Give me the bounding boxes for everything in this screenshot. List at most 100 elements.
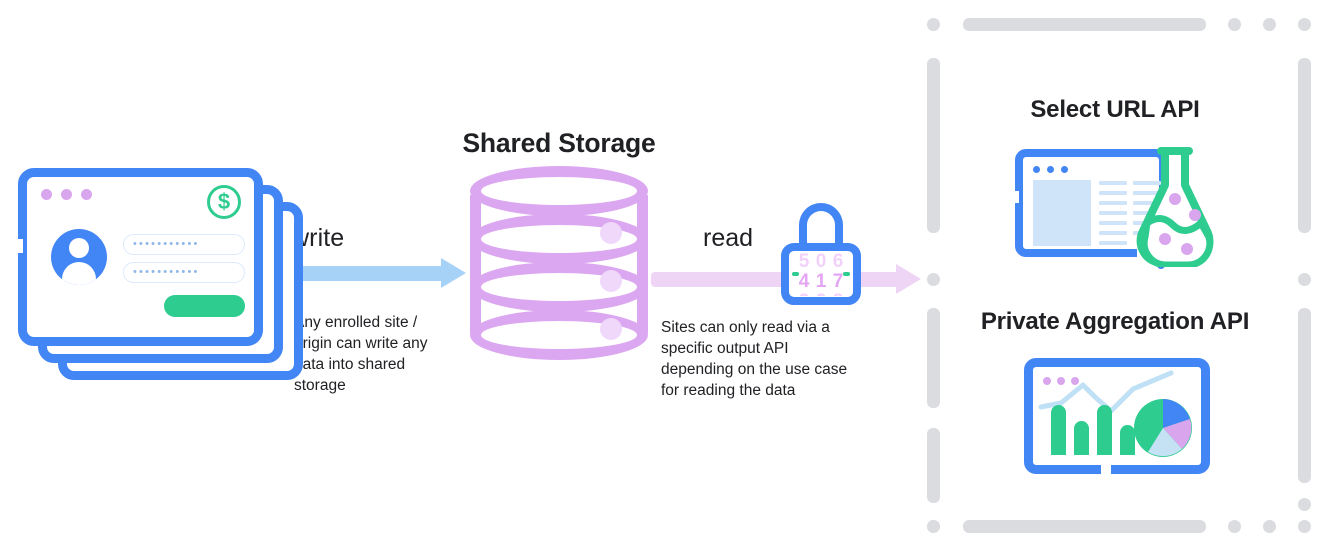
bar-3 (1097, 405, 1112, 455)
username-field[interactable]: ••••••••••• (123, 234, 245, 255)
panel-border-dash (927, 58, 940, 233)
write-caption: Any enrolled site / origin can write any… (294, 314, 428, 394)
avatar-body (62, 262, 96, 285)
panel-border-dash (927, 520, 940, 533)
cylinder-dot-2 (600, 270, 622, 292)
lock-tick-right (843, 272, 850, 276)
sua-text-line (1133, 191, 1161, 195)
read-arrow-head (896, 264, 921, 294)
bar-1 (1051, 405, 1066, 455)
lock-dial-3-value: 7 (832, 271, 844, 292)
cylinder-side-right (637, 195, 648, 333)
paa-dot-1 (1043, 377, 1051, 385)
lock-dial-3-above: 6 (832, 252, 844, 272)
sua-text-line (1133, 181, 1161, 185)
panel-border-dash (1298, 273, 1311, 286)
cylinder-bottom-rim (470, 310, 648, 360)
panel-border-dash (1298, 520, 1311, 533)
panel-border-dash (963, 520, 1206, 533)
panel-border-dash (927, 308, 940, 408)
panel-border-dash (1263, 18, 1276, 31)
panel-border-dash (1298, 498, 1311, 511)
lock-dial-1-value: 4 (798, 271, 810, 292)
private-aggregation-api-title: Private Aggregation API (980, 308, 1250, 335)
sua-text-line (1099, 191, 1127, 195)
window-traffic-lights (41, 189, 92, 200)
lock-dial-2-value: 1 (815, 271, 827, 292)
flask-icon (1136, 147, 1214, 267)
panel-border-dash (1298, 308, 1311, 483)
write-label: write (291, 224, 345, 252)
line-chart (1038, 370, 1174, 414)
sua-dot-1 (1033, 166, 1040, 173)
user-avatar-icon (51, 229, 107, 285)
sua-text-line (1099, 201, 1127, 205)
browser-with-charts-icon (1024, 358, 1214, 480)
read-label: read (703, 224, 754, 252)
panel-border-dash (963, 18, 1206, 31)
output-api-panel: Select URL API (919, 8, 1311, 538)
sua-text-line (1099, 211, 1127, 215)
lock-dial-3: 6 7 8 (831, 252, 846, 296)
read-arrow-shaft (651, 272, 901, 287)
write-arrow-shaft (291, 266, 446, 281)
paa-dot-2 (1057, 377, 1065, 385)
cylinder-top-rim (470, 166, 648, 216)
paa-dot-3 (1071, 377, 1079, 385)
panel-border-dash (927, 18, 940, 31)
panel-border-dash (1298, 18, 1311, 31)
sua-dot-3 (1061, 166, 1068, 173)
write-flow: write (291, 224, 471, 288)
panel-border-dash (1298, 58, 1311, 233)
sua-text-line (1099, 241, 1127, 245)
combination-lock-icon: 5 4 3 0 1 2 6 7 8 (781, 203, 861, 305)
sua-text-line (1133, 201, 1161, 205)
panel-border-dash (927, 273, 940, 286)
lock-dials: 5 4 3 0 1 2 6 7 8 (797, 252, 846, 296)
sua-text-line (1099, 231, 1127, 235)
charts-browser-frame (1024, 358, 1210, 474)
pie-chart (1134, 399, 1192, 457)
bar-4 (1120, 425, 1135, 455)
lock-dial-2-above: 0 (815, 252, 827, 272)
sua-text-line (1133, 211, 1161, 215)
write-arrow-head (441, 258, 466, 288)
cylinder-dot-3 (600, 318, 622, 340)
cylinder-side-left (470, 195, 481, 333)
panel-border-dash (1263, 520, 1276, 533)
panel-border-dash (927, 428, 940, 503)
bar-2 (1074, 421, 1089, 455)
lock-dial-1-above: 5 (798, 252, 810, 272)
shared-storage-title: Shared Storage (462, 128, 656, 158)
lock-dial-1-below: 3 (797, 292, 812, 297)
window-dot-1 (41, 189, 52, 200)
dollar-icon: $ (207, 185, 241, 219)
password-field[interactable]: ••••••••••• (123, 262, 245, 283)
sua-text-line (1099, 181, 1127, 185)
lock-dial-1: 5 4 3 (797, 252, 812, 296)
sua-image-block (1033, 180, 1091, 246)
cylinder-rim-3 (470, 262, 648, 312)
window-dot-3 (81, 189, 92, 200)
sua-text-line (1099, 221, 1127, 225)
window-dot-2 (61, 189, 72, 200)
lock-tick-left (792, 272, 799, 276)
panel-border-dash (1228, 520, 1241, 533)
browser-with-flask-icon (1011, 145, 1225, 269)
avatar-head (69, 238, 89, 258)
write-arrow (291, 258, 471, 288)
lock-dial-2: 0 1 2 (814, 252, 829, 296)
panel-border-dash (1228, 18, 1241, 31)
browser-window-front: $ ••••••••••• ••••••••••• (14, 168, 263, 346)
lock-dial-2-below: 2 (814, 292, 829, 297)
database-cylinder-icon (470, 166, 648, 361)
cylinder-rim-2 (470, 214, 648, 264)
lock-body: 5 4 3 0 1 2 6 7 8 (781, 243, 861, 305)
submit-button[interactable] (164, 295, 245, 317)
select-url-api-title: Select URL API (1030, 96, 1200, 123)
sua-dot-2 (1047, 166, 1054, 173)
lock-dial-3-below: 8 (831, 292, 846, 297)
browser-window-stack: $ ••••••••••• ••••••••••• (14, 168, 308, 380)
read-caption: Sites can only read via a specific outpu… (661, 319, 848, 399)
